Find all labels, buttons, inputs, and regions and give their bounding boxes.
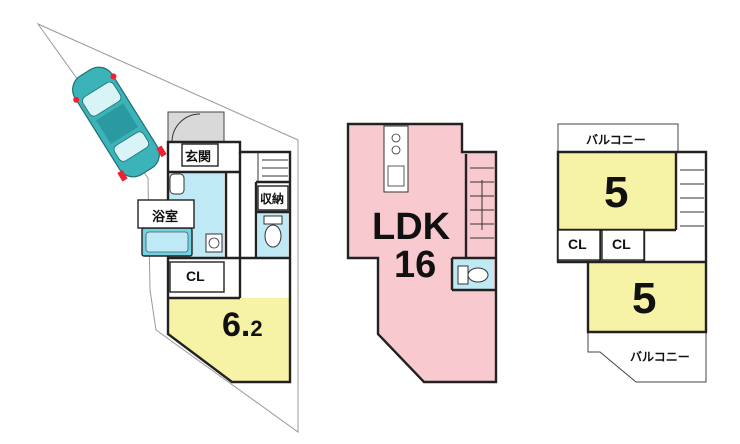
floor-3-walls [556,150,708,334]
room-size-decimal: 2 [250,316,263,341]
room2-size: 5 [632,274,657,323]
balcony-top-label: バルコニー [586,133,646,147]
balcony-bottom-label: バルコニー [630,350,690,364]
car-icon [72,66,167,182]
stairs-icon [257,152,288,182]
storage-label: 収納 [260,192,285,206]
entrance-label: 玄関 [185,150,212,165]
entry-tile [167,111,225,143]
door-swing-icon [171,113,201,143]
bedroom-1 [168,298,290,382]
bedroom-2 [558,152,676,230]
closet2-label: CL [612,236,631,252]
ldk-size: 16 [394,244,437,286]
closet-label: CL [186,268,205,284]
toilet-icon [457,265,489,285]
floor-2 [346,122,498,384]
stairs-icon [464,154,494,258]
balcony-top [557,123,679,153]
bedroom-3 [588,262,706,332]
stairs-icon [680,169,704,227]
bath-label: 浴室 [152,210,179,225]
toilet-icon [263,215,283,248]
floor-2-walls [346,122,498,384]
sink-icon [169,173,185,195]
floor-3 [556,123,708,383]
room-size-label: 6.2 [222,306,263,345]
closet1-label: CL [568,236,587,252]
room-size-integer: 6. [222,306,251,344]
floor-1 [36,22,299,433]
room1-size: 5 [604,168,629,217]
ldk-label: LDK [372,206,451,248]
floor-1-walls [166,140,292,384]
